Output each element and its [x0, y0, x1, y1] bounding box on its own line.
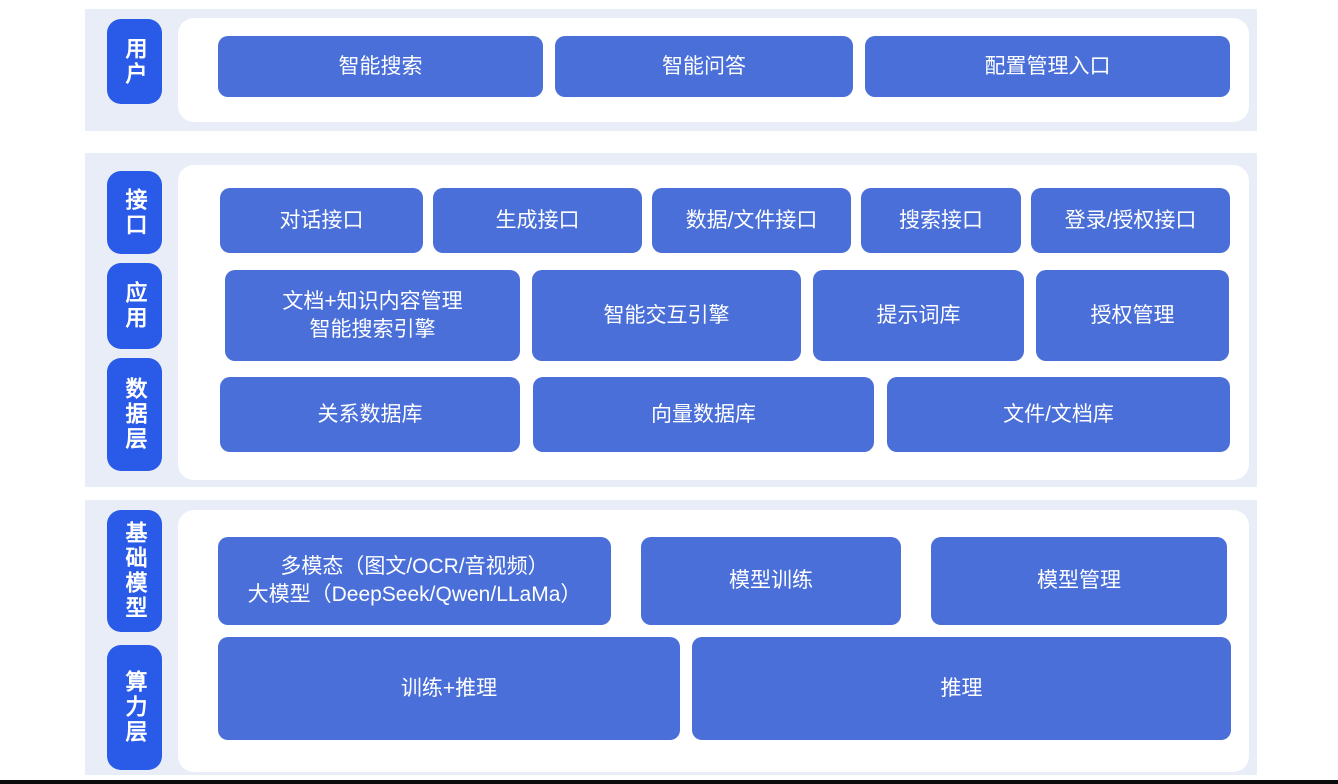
- user-layer-label-column: 用户: [107, 9, 162, 131]
- node-config-management-entry: 配置管理入口: [865, 36, 1230, 97]
- layer-label-data: 数据层: [107, 358, 162, 471]
- user-layer-panel: 智能搜索 智能问答 配置管理入口: [178, 18, 1249, 122]
- infrastructure-label-column: 基础模型 算力层: [107, 500, 162, 775]
- user-layer-band: 用户 智能搜索 智能问答 配置管理入口: [85, 9, 1257, 131]
- user-layer-row: 智能搜索 智能问答 配置管理入口: [218, 36, 1249, 97]
- node-login-auth-api: 登录/授权接口: [1031, 188, 1230, 253]
- foundation-model-row: 多模态（图文/OCR/音视频） 大模型（DeepSeek/Qwen/LLaMa）…: [218, 537, 1249, 625]
- bottom-divider-line: [0, 780, 1338, 784]
- layer-label-user: 用户: [107, 19, 162, 104]
- node-doc-knowledge-search-engine: 文档+知识内容管理 智能搜索引擎: [225, 270, 520, 361]
- node-smart-qa: 智能问答: [555, 36, 853, 97]
- node-training-plus-inference: 训练+推理: [218, 637, 680, 740]
- application-layer-row: 文档+知识内容管理 智能搜索引擎 智能交互引擎 提示词库 授权管理: [220, 270, 1249, 361]
- node-inference: 推理: [692, 637, 1231, 740]
- node-file-document-store: 文件/文档库: [887, 377, 1230, 452]
- platform-band: 接口 应用 数据层 对话接口 生成接口 数据/文件接口 搜索接口 登录/授权接口…: [85, 153, 1257, 487]
- layer-label-compute: 算力层: [107, 645, 162, 770]
- platform-label-column: 接口 应用 数据层: [107, 153, 162, 487]
- infrastructure-band: 基础模型 算力层 多模态（图文/OCR/音视频） 大模型（DeepSeek/Qw…: [85, 500, 1257, 775]
- node-generation-api: 生成接口: [433, 188, 642, 253]
- node-dialog-api: 对话接口: [220, 188, 423, 253]
- node-model-training: 模型训练: [641, 537, 901, 625]
- compute-layer-row: 训练+推理 推理: [218, 637, 1249, 740]
- node-relational-db: 关系数据库: [220, 377, 520, 452]
- interface-layer-row: 对话接口 生成接口 数据/文件接口 搜索接口 登录/授权接口: [220, 188, 1249, 253]
- node-smart-search: 智能搜索: [218, 36, 543, 97]
- node-multimodal-llm: 多模态（图文/OCR/音视频） 大模型（DeepSeek/Qwen/LLaMa）: [218, 537, 611, 625]
- node-search-api: 搜索接口: [861, 188, 1021, 253]
- layer-label-application: 应用: [107, 263, 162, 349]
- node-smart-interaction-engine: 智能交互引擎: [532, 270, 801, 361]
- node-label-line1: 多模态（图文/OCR/音视频）: [280, 555, 549, 579]
- node-data-file-api: 数据/文件接口: [652, 188, 851, 253]
- node-label-line2: 大模型（DeepSeek/Qwen/LLaMa）: [247, 583, 582, 606]
- node-model-management: 模型管理: [931, 537, 1227, 625]
- data-layer-row: 关系数据库 向量数据库 文件/文档库: [220, 377, 1249, 452]
- platform-panel: 对话接口 生成接口 数据/文件接口 搜索接口 登录/授权接口 文档+知识内容管理…: [178, 165, 1249, 480]
- node-authorization-management: 授权管理: [1036, 270, 1229, 361]
- node-prompt-library: 提示词库: [813, 270, 1024, 361]
- node-label-line1: 文档+知识内容管理: [282, 289, 463, 313]
- layer-label-interface: 接口: [107, 171, 162, 254]
- node-label-line2: 智能搜索引擎: [309, 317, 436, 341]
- infrastructure-panel: 多模态（图文/OCR/音视频） 大模型（DeepSeek/Qwen/LLaMa）…: [178, 510, 1249, 772]
- layer-label-foundation-model: 基础模型: [107, 510, 162, 632]
- node-vector-db: 向量数据库: [533, 377, 874, 452]
